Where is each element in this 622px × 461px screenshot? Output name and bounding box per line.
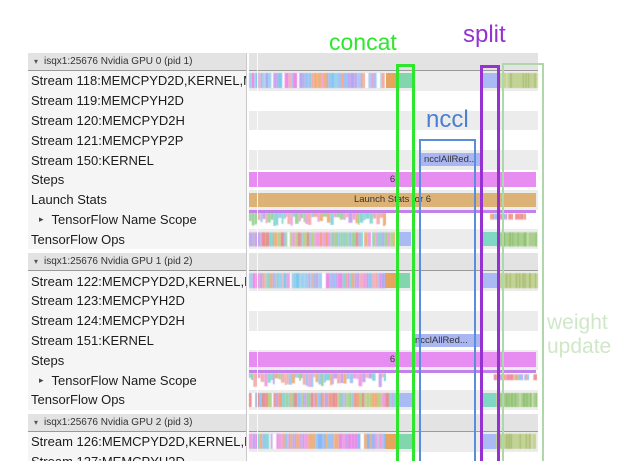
trace-event-block <box>481 433 496 449</box>
trace-event-block <box>399 73 413 88</box>
split-annotation-rect <box>480 65 500 461</box>
trace-event-block <box>482 273 498 289</box>
trace-event-block <box>386 73 399 88</box>
weight-update-annotation-label: weight update <box>547 311 611 359</box>
trace-event-block <box>399 433 412 449</box>
trace-event-bar[interactable]: 6 <box>249 352 536 368</box>
trace-event-block <box>398 273 410 289</box>
name-scope-bar <box>249 370 536 374</box>
trace-event-block <box>400 393 413 407</box>
concat-annotation-label: concat <box>329 29 397 55</box>
trace-event-block <box>483 232 497 247</box>
trace-event-block <box>482 393 496 407</box>
trace-event-block <box>481 73 497 88</box>
name-scope-bar <box>249 209 536 213</box>
trace-event-bar[interactable]: ncclAllRed... <box>421 153 483 167</box>
trace-event-block <box>385 273 398 289</box>
nccl-annotation-rect <box>419 139 476 461</box>
trace-event-block <box>397 232 411 247</box>
trace-event-bar[interactable]: Launch Stats for 6 <box>249 192 536 207</box>
weight-update-line2: update <box>547 335 612 358</box>
trace-event-bar[interactable]: ncclAllRed... <box>412 333 483 347</box>
concat-annotation-rect <box>396 64 415 461</box>
time-gridline <box>257 53 258 461</box>
weight-update-annotation-rect <box>502 63 544 461</box>
weight-update-line1: weight <box>547 311 608 334</box>
trace-event-bar[interactable]: 6 <box>249 172 536 187</box>
trace-event-block <box>385 433 399 449</box>
split-annotation-label: split <box>463 21 506 48</box>
nccl-annotation-label: nccl <box>426 106 469 133</box>
